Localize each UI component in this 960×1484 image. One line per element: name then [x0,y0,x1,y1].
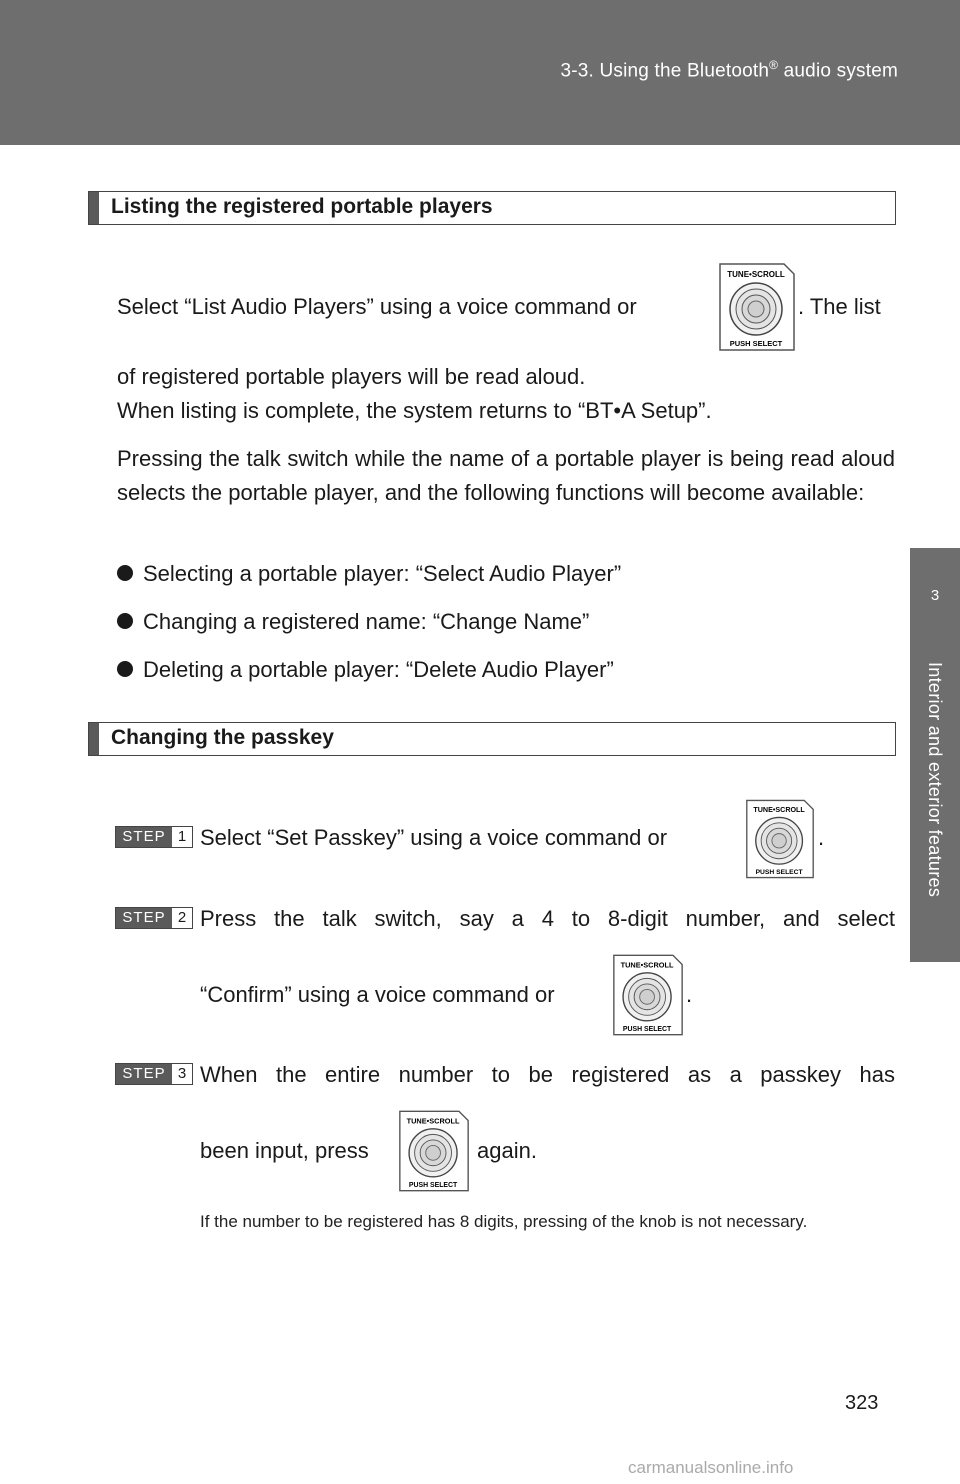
step1-period: . [818,825,825,850]
list-item: Changing a registered name: “Change Name… [117,609,589,635]
knob-bottom-text: PUSH SELECT [730,339,783,348]
section-heading-passkey: Changing the passkey [88,722,896,756]
knob-top-text: TUNE•SCROLL [407,1116,460,1125]
knob-bottom-text: PUSH SELECT [409,1182,458,1189]
knob-top-text: TUNE•SCROLL [621,960,674,969]
knob-bottom-text: PUSH SELECT [623,1026,672,1033]
step3-text-line2: been input, press [200,1138,369,1163]
bullet-icon [117,565,133,581]
page-number: 323 [845,1392,879,1414]
list-item: Selecting a portable player: “Select Aud… [117,561,621,587]
step3-again: again. [477,1138,537,1163]
line-listing-complete: When listing is complete, the system ret… [117,398,712,423]
chapter-label-tab: Interior and exterior features [910,642,960,962]
knob-bottom-text: PUSH SELECT [756,869,804,876]
watermark: carmanualsonline.info [628,1458,794,1477]
bullet-icon [117,613,133,629]
knob-top-text: TUNE•SCROLL [727,270,785,279]
step2-text-line2: “Confirm” using a voice command or [200,982,555,1007]
note-text: If the number to be registered has 8 dig… [200,1212,808,1231]
page-header: 3-3. Using the Bluetooth® audio system [0,0,960,145]
chapter-number-tab: 3 [910,548,960,642]
line-registered: of registered portable players will be r… [117,364,586,389]
step1-text: Select “Set Passkey” using a voice comma… [200,825,668,850]
section-heading-listing: Listing the registered portable players [88,191,896,225]
list-item: Deleting a portable player: “Delete Audi… [117,657,614,683]
tune-scroll-knob-icon: TUNE•SCROLL PUSH SELECT [613,954,683,1036]
line-the-list: . The list [798,294,881,319]
knob-top-text: TUNE•SCROLL [753,806,805,814]
tune-scroll-knob-icon: TUNE•SCROLL PUSH SELECT [746,799,814,879]
tune-scroll-knob-icon: TUNE•SCROLL PUSH SELECT [399,1110,469,1192]
step3-text-line1: When the entire number to be registered … [200,1062,895,1087]
line-select-list: Select “List Audio Players” using a voic… [117,294,637,319]
step2-text-line1: Press the talk switch, say a 4 to 8-digi… [200,906,895,931]
chapter-title: 3-3. Using the Bluetooth® audio system [560,58,898,82]
paragraph-talk-switch: Pressing the talk switch while the name … [117,446,895,505]
bullet-icon [117,661,133,677]
step2-period: . [686,982,693,1007]
tune-scroll-knob-icon: TUNE•SCROLL PUSH SELECT [719,263,795,351]
